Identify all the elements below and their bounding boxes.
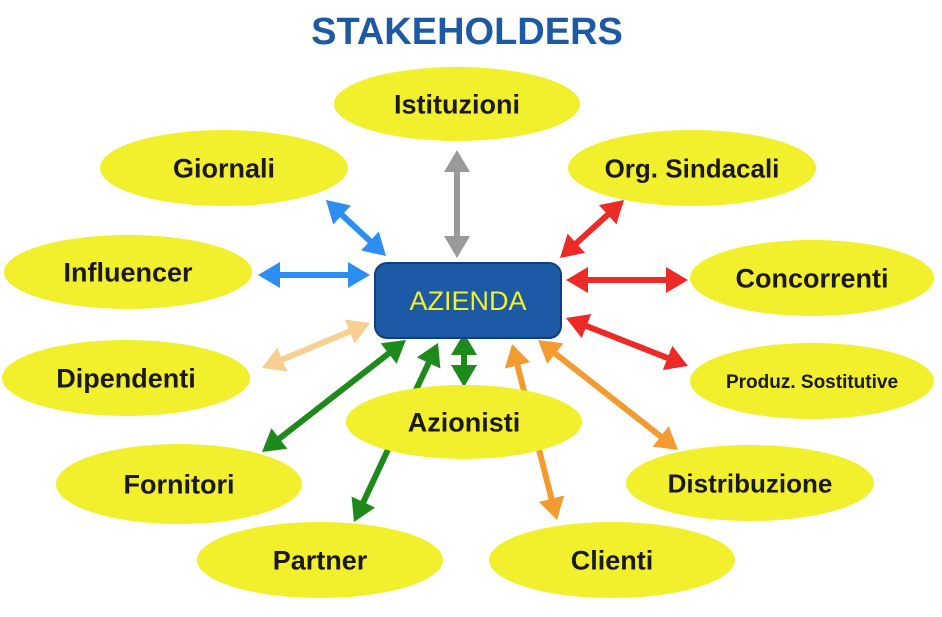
node-ellipse (626, 445, 874, 521)
arrow-head-start (566, 313, 592, 339)
arrow-head-start (262, 428, 288, 452)
arrow-head-end (662, 345, 688, 371)
arrow-head-end (348, 262, 370, 288)
node-ellipse (56, 444, 302, 524)
node-ellipse (690, 240, 934, 316)
node-label: Distribuzione (668, 468, 833, 498)
arrow-head-end (652, 426, 678, 450)
node-ellipse (568, 130, 816, 206)
arrow-head-end (444, 236, 470, 258)
arrow-concorrenti (566, 267, 688, 293)
arrow-shaft (277, 327, 355, 364)
node-fornitori: Fornitori (56, 444, 302, 524)
node-ellipse (197, 522, 443, 598)
arrow-produz-sostitutive (566, 313, 688, 371)
arrows-layer (258, 150, 688, 522)
arrow-head-start (566, 267, 588, 293)
arrow-head-start (258, 262, 280, 288)
arrow-shaft (337, 210, 375, 246)
arrow-shaft (550, 348, 666, 442)
node-ellipse (489, 522, 735, 598)
node-label: Produz. Sostitutive (726, 372, 898, 393)
arrow-istituzioni (444, 150, 470, 258)
node-label: Influencer (63, 258, 193, 288)
node-label: Clienti (571, 546, 654, 576)
node-label: Azionisti (408, 408, 521, 438)
arrow-shaft (274, 348, 394, 444)
node-ellipse (334, 67, 580, 141)
arrow-head-end (344, 319, 370, 344)
arrow-head-end (380, 340, 406, 364)
node-influencer: Influencer (4, 235, 252, 309)
arrow-head-start (538, 340, 564, 364)
arrow-shaft (571, 209, 613, 249)
node-partner: Partner (197, 522, 443, 598)
arrow-head-end (451, 365, 477, 387)
node-label: Fornitori (124, 470, 235, 500)
arrow-head-start (504, 344, 531, 369)
arrow-head-start (351, 496, 376, 522)
arrow-head-end (361, 231, 386, 256)
node-ellipse (346, 385, 582, 459)
node-label: Org. Sindacali (605, 153, 780, 183)
node-dipendenti: Dipendenti (2, 340, 250, 416)
node-label: Concorrenti (735, 264, 888, 294)
diagram-title: STAKEHOLDERS (311, 11, 623, 53)
arrow-giornali (326, 200, 386, 256)
node-label: Dipendenti (56, 364, 196, 394)
arrow-dipendenti (262, 319, 370, 372)
node-label: Giornali (173, 154, 275, 184)
arrow-shaft (581, 321, 673, 363)
arrow-influencer (258, 262, 370, 288)
node-ellipse (690, 343, 934, 419)
arrow-head-end (538, 495, 565, 520)
arrow-azionisti (451, 333, 477, 387)
arrow-head-end (416, 343, 441, 369)
node-distribuzione: Distribuzione (626, 445, 874, 521)
arrow-head-start (326, 200, 351, 225)
node-ellipse (4, 235, 252, 309)
center-label: AZIENDA (409, 286, 526, 316)
arrow-head-start (598, 200, 624, 225)
arrow-head-start (262, 347, 288, 372)
center-node: AZIENDA (374, 262, 562, 339)
node-azionisti: Azionisti (346, 385, 582, 459)
node-produz-sostitutive: Produz. Sostitutive (690, 343, 934, 419)
arrow-head-end (666, 267, 688, 293)
node-clienti: Clienti (489, 522, 735, 598)
node-org-sindacali: Org. Sindacali (568, 130, 816, 206)
node-concorrenti: Concorrenti (690, 240, 934, 316)
node-ellipse (100, 130, 348, 206)
arrow-head-end (560, 233, 586, 258)
arrow-head-start (451, 333, 477, 355)
node-ellipse (2, 340, 250, 416)
arrow-fornitori (262, 340, 406, 452)
node-giornali: Giornali (100, 130, 348, 206)
node-label: Partner (273, 546, 368, 576)
node-label: Istituzioni (394, 90, 520, 120)
arrow-distribuzione (538, 340, 678, 450)
arrow-head-start (444, 150, 470, 172)
center-box (374, 262, 562, 339)
node-istituzioni: Istituzioni (334, 67, 580, 141)
arrow-org-sindacali (560, 200, 624, 258)
